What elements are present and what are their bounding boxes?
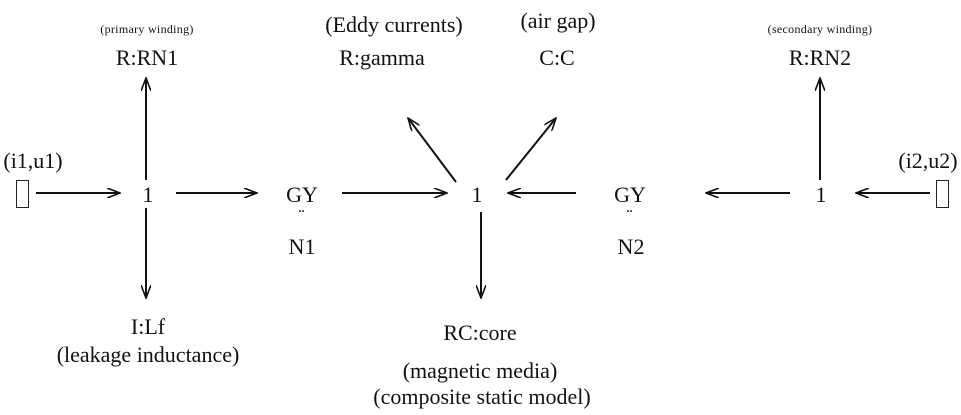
junction-1a: 1 — [142, 182, 154, 207]
secondary-resistor-label: R:RN2 — [788, 45, 852, 70]
junction-1b: 1 — [815, 182, 827, 207]
eddy-currents-note: (Eddy currents) — [325, 12, 463, 37]
gyrator-1-modulus: N1 — [288, 234, 316, 259]
bond-center-to-airgap — [505, 118, 556, 181]
gyrator-2-dots: .. — [626, 199, 633, 216]
secondary-winding-note: (secondary winding) — [767, 22, 873, 36]
primary-winding-note: (primary winding) — [100, 22, 194, 36]
gyrator-1-label: GY — [286, 182, 318, 207]
air-gap-note: (air gap) — [520, 8, 596, 33]
core-note-composite-model: (composite static model) — [373, 384, 591, 409]
leakage-inductance-note: (leakage inductance) — [56, 342, 240, 367]
leakage-inertia-label: I:Lf — [130, 314, 166, 339]
left-port-box — [16, 180, 29, 208]
right-port-label: (i2,u2) — [898, 148, 958, 173]
gyrator-2-modulus: N2 — [617, 234, 645, 259]
core-element-label: RC:core — [443, 320, 517, 345]
primary-resistor-label: R:RN1 — [115, 45, 179, 70]
bond-center-to-gamma — [408, 118, 457, 183]
left-port-label: (i1,u1) — [3, 148, 63, 173]
air-gap-capacitor-label: C:C — [539, 45, 575, 70]
right-port-box — [936, 180, 949, 208]
gyrator-1-dots: .. — [298, 199, 305, 216]
junction-center: 1 — [471, 182, 483, 207]
gyrator-2-label: GY — [614, 182, 646, 207]
core-note-magnetic-media: (magnetic media) — [402, 358, 558, 383]
eddy-resistor-label: R:gamma — [339, 45, 425, 70]
